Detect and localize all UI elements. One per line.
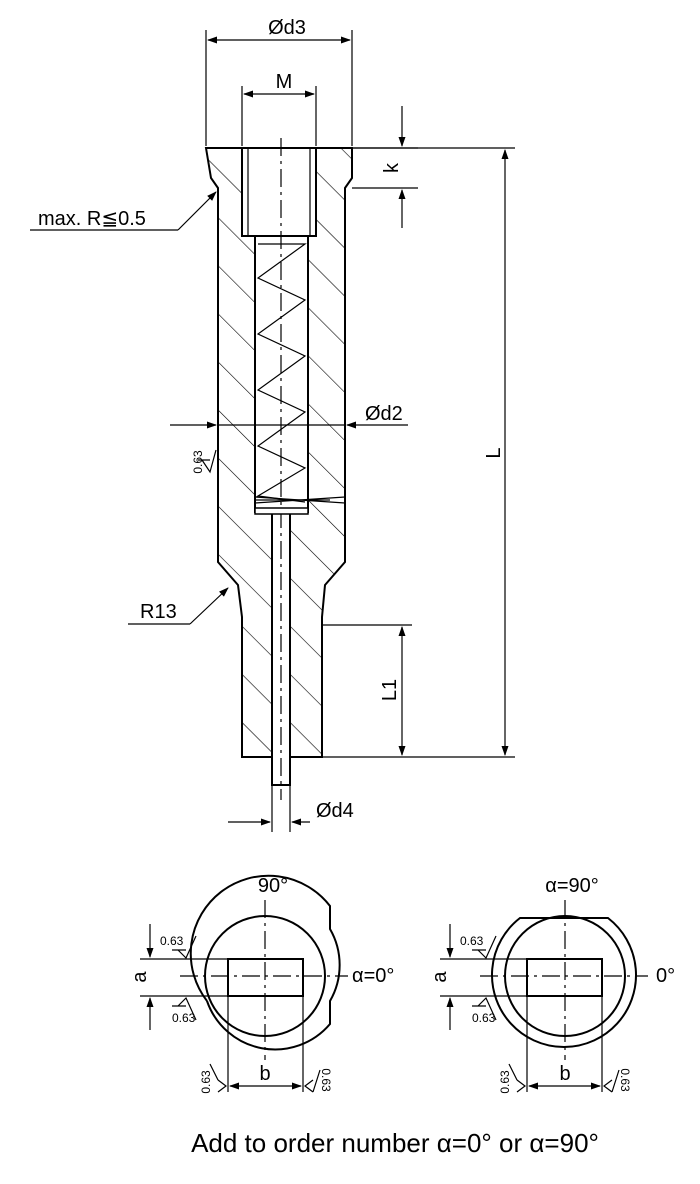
leader-r13: R13	[128, 587, 229, 625]
label-l: L	[483, 447, 505, 458]
roughness-left-90: 0.63	[498, 1070, 512, 1094]
order-note: Add to order number α=0° or α=90°	[191, 1128, 599, 1158]
dimension-d4: Ød4	[228, 786, 354, 832]
label-90-deg: 90°	[258, 875, 288, 897]
label-k: k	[381, 162, 403, 173]
roughness-bottom-90: 0.63	[472, 1011, 496, 1025]
roughness-d2: 0.63	[191, 450, 205, 474]
label-l1: L1	[379, 679, 401, 701]
dimension-k: k	[352, 106, 418, 228]
dimension-d2: Ød2 0.63	[170, 403, 408, 474]
dimension-d3: Ød3	[205, 17, 353, 146]
label-m: M	[276, 71, 293, 93]
dimension-l: L	[322, 147, 515, 758]
dimension-m: M	[241, 71, 317, 146]
label-a-0: a	[129, 971, 151, 983]
label-d4: Ød4	[316, 800, 354, 822]
roughness-top-0: 0.63	[160, 934, 184, 948]
label-b-90: b	[559, 1063, 570, 1085]
section-view-alpha-0: 90° α=0° a 0.63 0.63 b 0.63 0.63	[129, 874, 394, 1094]
label-a-90: a	[429, 971, 451, 983]
label-d2: Ød2	[365, 403, 403, 425]
label-max-r: max. R≦0.5	[38, 208, 146, 230]
leader-max-r: max. R≦0.5	[30, 191, 217, 231]
roughness-right-90: 0.63	[618, 1068, 632, 1092]
label-alpha-0: α=0°	[352, 965, 394, 987]
punch-side-view	[204, 138, 353, 800]
head-outline-90	[491, 917, 637, 1048]
label-r13: R13	[140, 601, 177, 623]
spring	[256, 243, 307, 503]
thread-bore	[241, 147, 317, 237]
roughness-left-0: 0.63	[199, 1070, 213, 1094]
roughness-right-0: 0.63	[319, 1068, 333, 1092]
section-view-alpha-90: α=90° 0° a 0.63 0.63 b 0.63 0.63	[429, 875, 675, 1094]
label-d3: Ød3	[268, 17, 306, 39]
roughness-bottom-0: 0.63	[172, 1011, 196, 1025]
label-0-deg: 0°	[656, 965, 675, 987]
dimension-l1: L1	[322, 624, 412, 756]
roughness-top-90: 0.63	[460, 934, 484, 948]
pin-head	[254, 507, 309, 515]
label-alpha-90: α=90°	[545, 875, 599, 897]
label-b-0: b	[259, 1063, 270, 1085]
